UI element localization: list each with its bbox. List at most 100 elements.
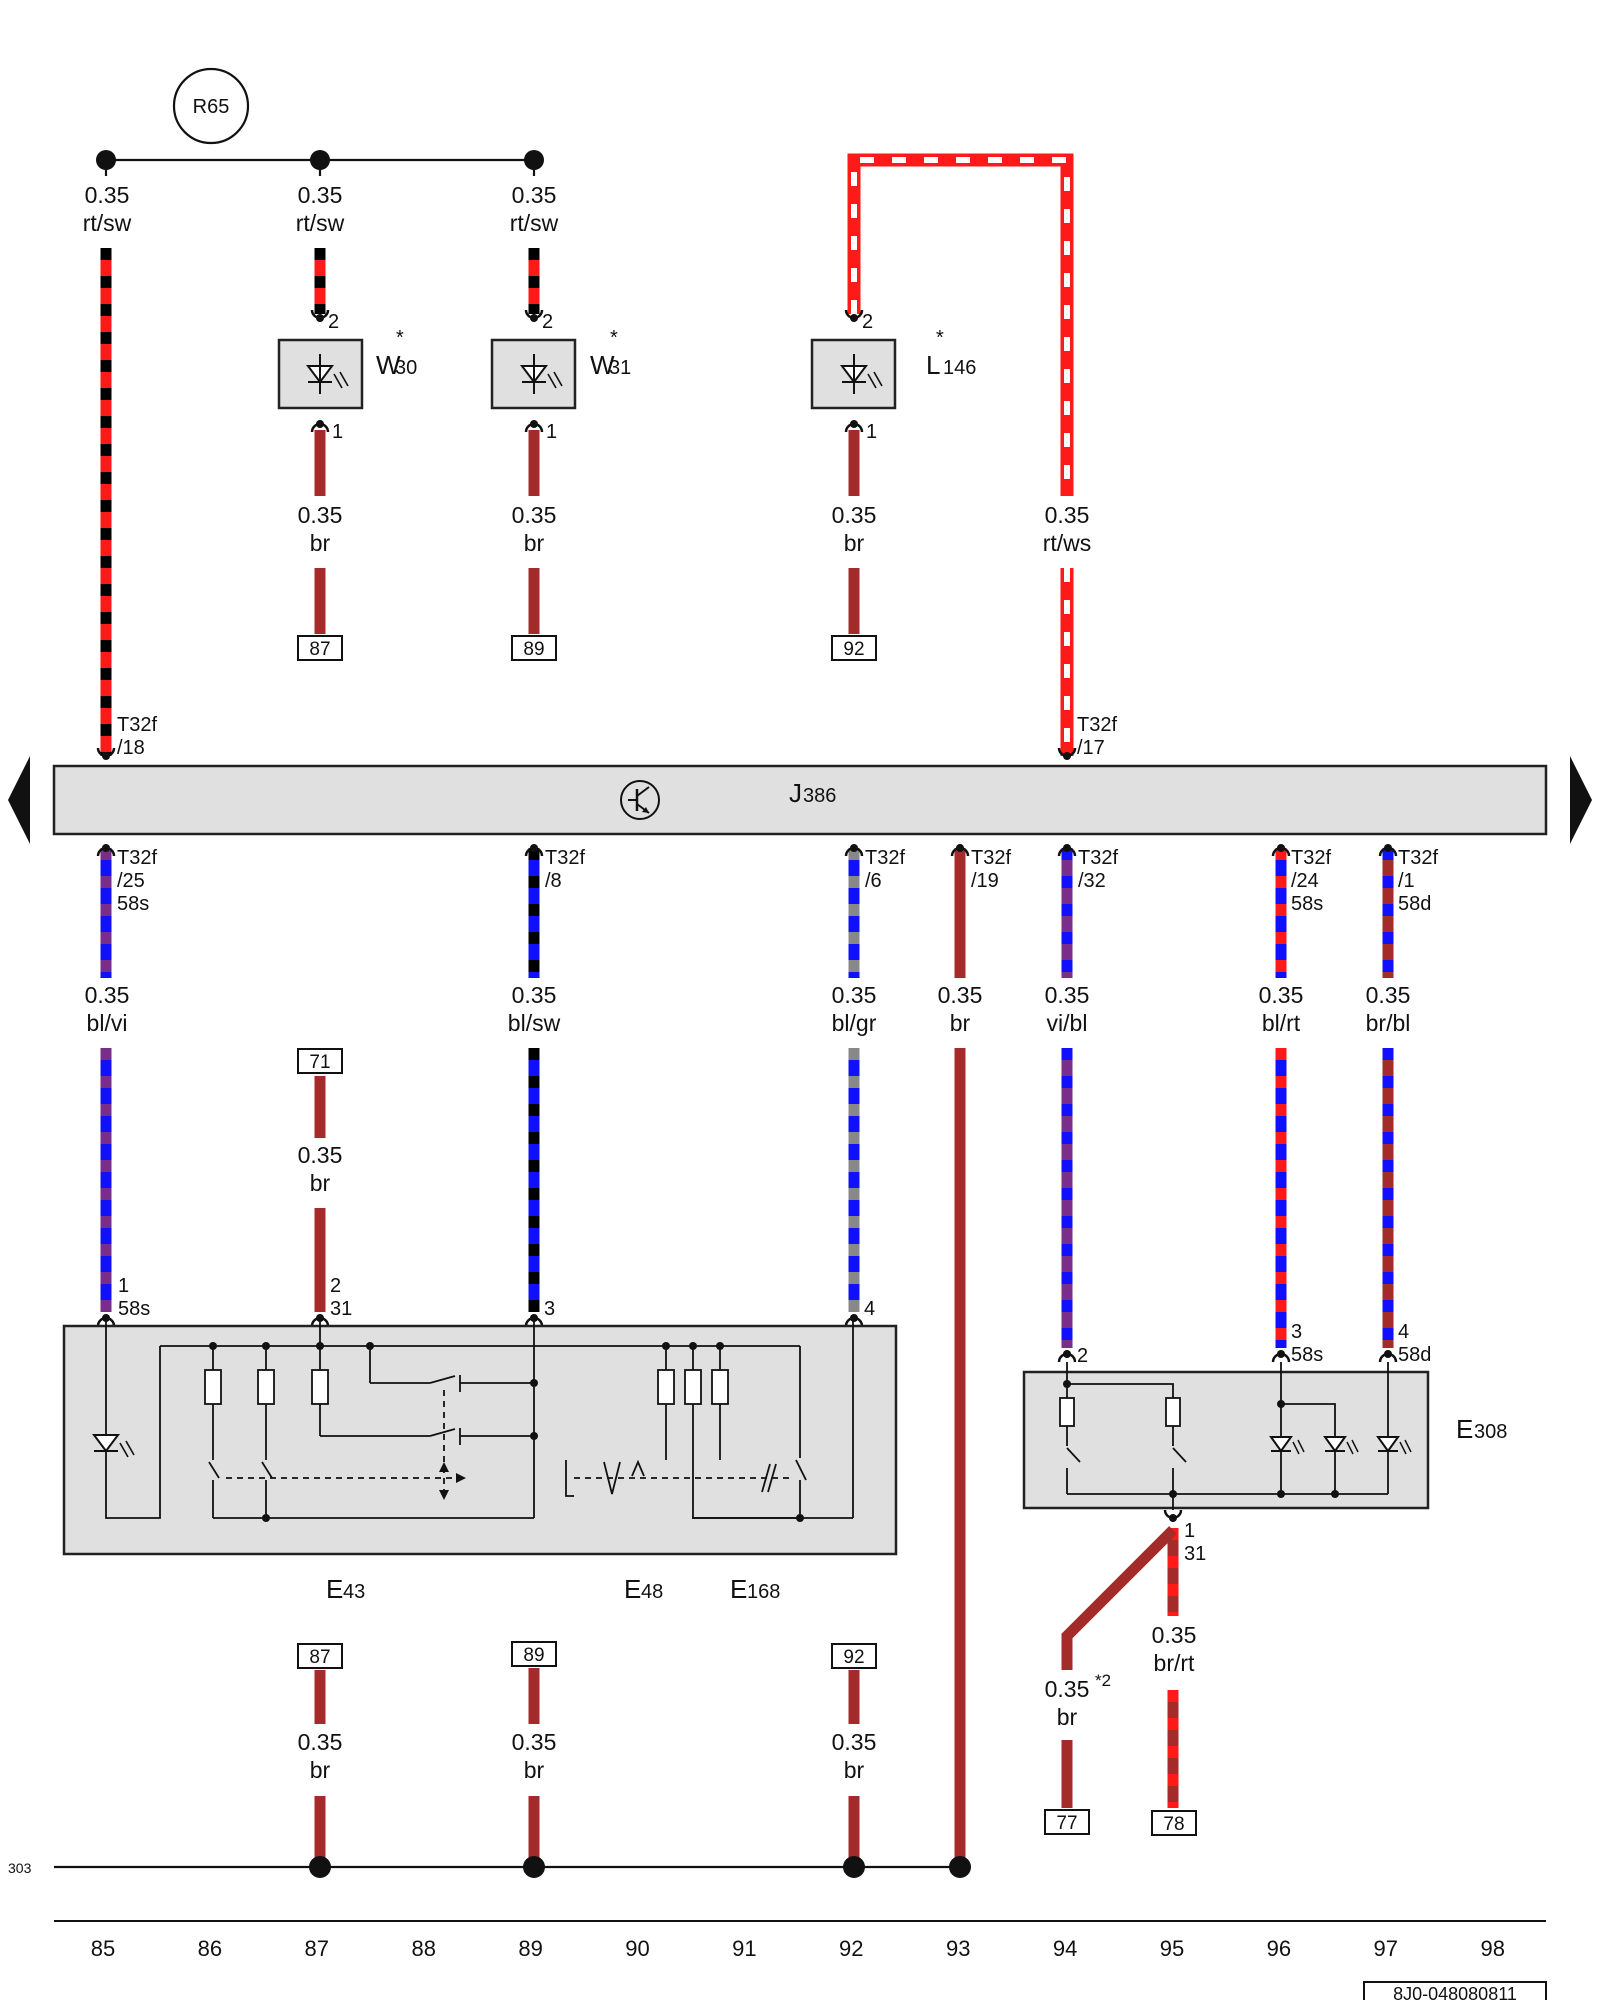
wire-94-loop (847, 153, 1074, 496)
svg-text:58d: 58d (1398, 1344, 1431, 1366)
svg-text:1: 1 (1184, 1520, 1195, 1542)
scale-number: 98 (1480, 1936, 1504, 1961)
pin-label: 3 (544, 1298, 555, 1320)
svg-text:E: E (624, 1574, 641, 1604)
connector-t32f-24: T32f /24 58s (1291, 847, 1331, 915)
l146-lamp (810, 338, 897, 410)
svg-text:58d: 58d (1398, 893, 1431, 915)
svg-text:0.35: 0.35 (512, 1729, 557, 1755)
connector-cup-pin (102, 752, 110, 760)
pin-label: 4 58d (1398, 1321, 1431, 1366)
svg-text:0.35: 0.35 (298, 1729, 343, 1755)
svg-text:T32f: T32f (1077, 714, 1117, 736)
svg-text:/8: /8 (545, 870, 562, 892)
wire-label-96-low: 0.35 bl/rt (1259, 982, 1304, 1036)
svg-text:bl/sw: bl/sw (508, 1010, 561, 1036)
pin-label: 2 (542, 311, 553, 333)
pin-label: 2 (1077, 1345, 1088, 1367)
connector-cup-pin (1169, 1514, 1177, 1522)
scale-number: 85 (91, 1936, 115, 1961)
svg-text:43: 43 (343, 1581, 365, 1603)
svg-text:77: 77 (1056, 1813, 1077, 1834)
svg-text:T32f: T32f (545, 847, 585, 869)
connector-t32f-1: T32f /1 58d (1398, 847, 1438, 915)
pin-label: 1 31 (1184, 1520, 1206, 1565)
pin-label: 1 (332, 421, 343, 443)
connector-t32f-18: T32f /18 (117, 714, 157, 759)
svg-text:br/bl: br/bl (1366, 1010, 1411, 1036)
svg-text:0.35: 0.35 (298, 182, 343, 208)
wire-label-87-bottom: 0.35 br (298, 1729, 343, 1783)
svg-text:E: E (730, 1574, 747, 1604)
svg-text:0.35: 0.35 (298, 502, 343, 528)
r65-label: R65 (193, 96, 230, 118)
scroll-right-arrow[interactable] (1570, 756, 1592, 844)
scale-number: 87 (305, 1936, 329, 1961)
e308-switch-box (1022, 1370, 1430, 1510)
wire-label-94-low: 0.35 vi/bl (1045, 982, 1090, 1036)
wire-label-89-mid: 0.35 br (512, 502, 557, 556)
r65-symbol (172, 67, 250, 145)
scale-number: 95 (1160, 1936, 1184, 1961)
scale-number: 94 (1053, 1936, 1077, 1961)
svg-text:*2: *2 (1095, 1671, 1111, 1690)
scale-number: 93 (946, 1936, 970, 1961)
svg-text:T32f: T32f (1078, 847, 1118, 869)
svg-text:/1: /1 (1398, 870, 1415, 892)
e48-label: E 48 (624, 1574, 663, 1604)
transistor-icon (620, 780, 660, 820)
svg-text:0.35: 0.35 (298, 1142, 343, 1168)
svg-text:89: 89 (523, 639, 544, 660)
svg-text:T32f: T32f (117, 714, 157, 736)
svg-text:48: 48 (641, 1581, 663, 1603)
svg-text:8J0-048080811: 8J0-048080811 (1393, 1984, 1517, 2000)
svg-text:/17: /17 (1077, 737, 1105, 759)
scale-number: 90 (625, 1936, 649, 1961)
svg-text:1: 1 (118, 1275, 129, 1297)
svg-text:*: * (610, 327, 618, 349)
svg-text:vi/bl: vi/bl (1047, 1010, 1088, 1036)
svg-text:0.35: 0.35 (512, 182, 557, 208)
connector-t32f-25: T32f /25 58s (117, 847, 157, 915)
j386-control-unit (52, 764, 1548, 836)
svg-text:0.35: 0.35 (1045, 982, 1090, 1008)
connector-t32f-8: T32f /8 (545, 847, 585, 892)
wire-label-94-mid: 0.35 rt/ws (1043, 502, 1092, 556)
scale-number: 92 (839, 1936, 863, 1961)
wire-label-92-bottom: 0.35 br (832, 1729, 877, 1783)
svg-text:31: 31 (330, 1298, 352, 1320)
switch-box-internal-circuit (92, 1318, 854, 1519)
svg-text:78: 78 (1163, 1814, 1184, 1835)
pin-label: 2 (328, 311, 339, 333)
pin-label: 3 58s (1291, 1321, 1323, 1366)
svg-text:0.35: 0.35 (832, 1729, 877, 1755)
svg-text:T32f: T32f (865, 847, 905, 869)
svg-text:br: br (950, 1010, 971, 1036)
svg-text:0.35: 0.35 (512, 982, 557, 1008)
connector-cup-pin (530, 844, 538, 852)
svg-text:0.35: 0.35 (1045, 1676, 1090, 1702)
svg-text:L: L (926, 350, 940, 380)
pin-label: 4 (864, 1298, 875, 1320)
w31-label: W 31 * (590, 327, 631, 380)
svg-text:/18: /18 (117, 737, 145, 759)
scroll-left-arrow[interactable] (8, 756, 30, 844)
svg-text:/19: /19 (971, 870, 999, 892)
scale-number: 97 (1374, 1936, 1398, 1961)
svg-text:W: W (590, 350, 615, 380)
svg-text:E: E (1456, 1414, 1473, 1444)
wire-label-85-low: 0.35 bl/vi (85, 982, 130, 1036)
connector-cup-pin (956, 844, 964, 852)
svg-text:*: * (396, 327, 404, 349)
pin-label: 1 58s (118, 1275, 150, 1320)
connector-cup-pin (1063, 1350, 1071, 1358)
svg-text:J: J (789, 778, 802, 808)
w31-lamp (490, 338, 577, 410)
connector-t32f-19: T32f /19 (971, 847, 1011, 892)
pin-label: 2 31 (330, 1275, 352, 1320)
document-id: 8J0-048080811 (1363, 1981, 1547, 2000)
scale-number: 89 (518, 1936, 542, 1961)
svg-text:308: 308 (1474, 1421, 1507, 1443)
svg-text:31: 31 (609, 357, 631, 379)
